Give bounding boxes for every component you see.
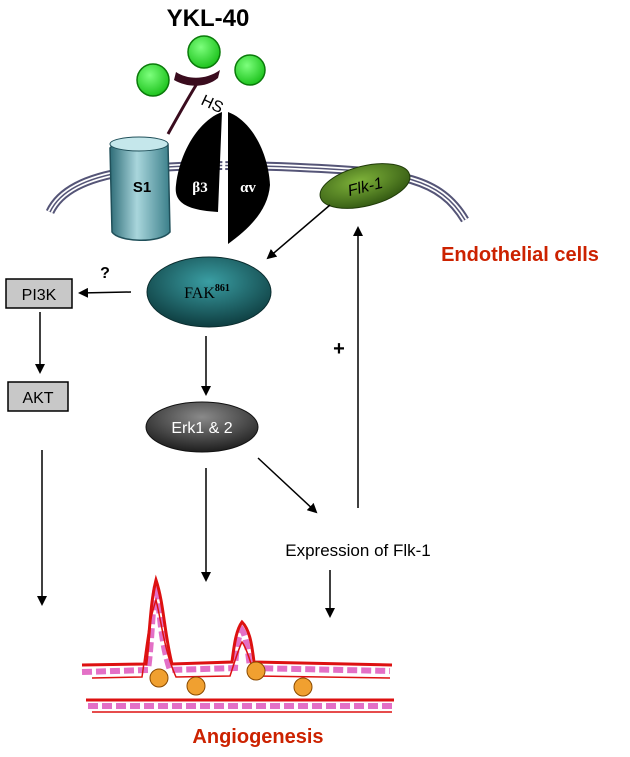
ligand-ball [234, 54, 266, 86]
alpha-v-label: αv [240, 180, 256, 196]
fak-node [146, 256, 272, 328]
arrow-erk-to-expression [257, 457, 318, 514]
endothelial-cells-label: Endothelial cells [441, 244, 599, 266]
arrow-flk1-to-fak [266, 204, 331, 260]
s1-label: S1 [133, 179, 151, 196]
vessel-cell [186, 676, 206, 696]
erk-label: Erk1 & 2 [171, 420, 232, 437]
fak-name: FAK [184, 285, 215, 302]
pi3k-label: PI3K [22, 287, 57, 304]
hs-chain [166, 70, 220, 135]
fak-site: 861 [215, 283, 230, 294]
blood-vessel [81, 574, 395, 713]
erk-node [145, 401, 259, 453]
flk1-receptor [319, 163, 411, 209]
cell-membrane [45, 161, 469, 223]
akt-label: AKT [22, 390, 53, 407]
arrows [35, 204, 363, 618]
plus-sign: + [333, 338, 345, 360]
ykl40-ligands [136, 35, 266, 97]
arrow-fak-to-pi3k [78, 287, 132, 298]
question-mark: ? [100, 265, 110, 282]
vessel-cell [293, 677, 313, 697]
vessel-cell [149, 668, 169, 688]
vessel-cell [246, 661, 266, 681]
akt-box: AKT [7, 381, 69, 412]
diagram-title: YKL-40 [167, 5, 250, 32]
angiogenesis-label: Angiogenesis [192, 726, 323, 748]
expression-label: Expression of Flk-1 [285, 541, 431, 560]
ligand-ball [136, 63, 170, 97]
ligand-ball [187, 35, 221, 69]
pi3k-box: PI3K [5, 278, 73, 309]
s1-receptor [109, 136, 171, 241]
integrin [175, 109, 270, 247]
fak-label: FAK861 [184, 283, 230, 302]
beta3-label: β3 [192, 180, 207, 196]
